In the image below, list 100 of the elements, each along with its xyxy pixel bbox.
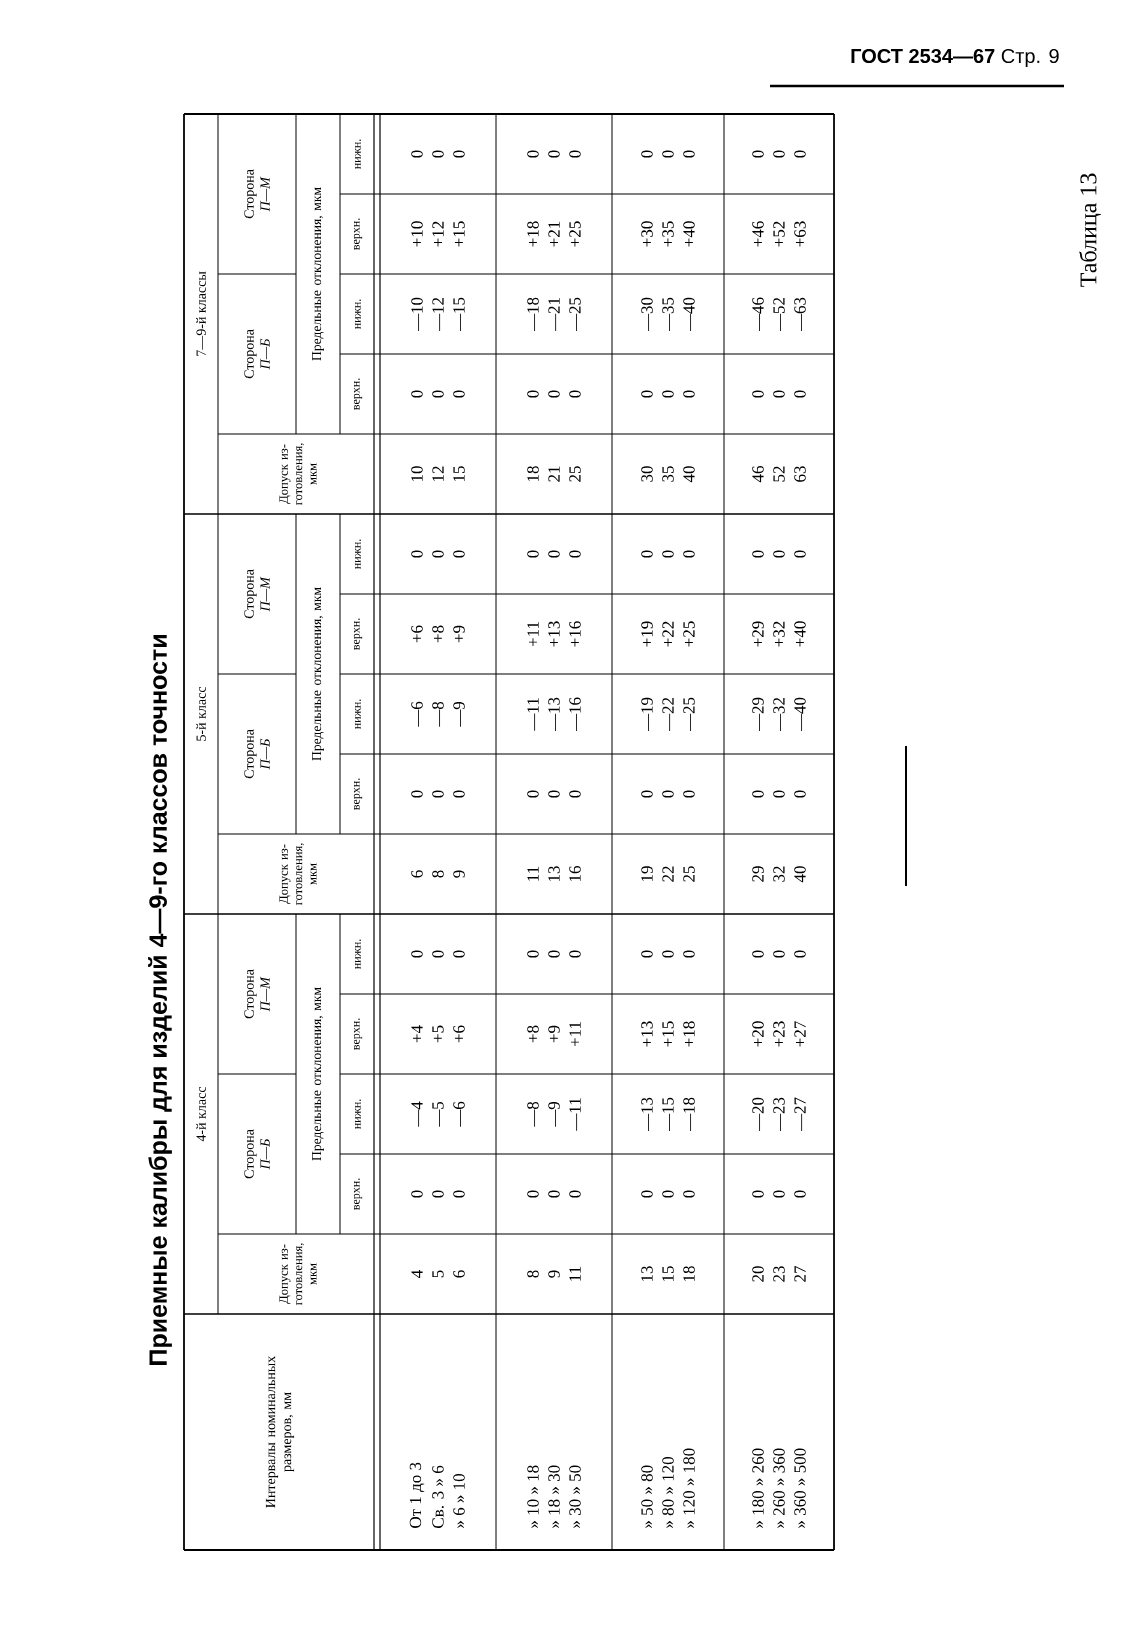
table-cell: —23 [773,1097,785,1132]
table-cell: Св. 3 » 6 [432,1465,444,1528]
table-cell: 15 [662,1266,674,1281]
table-cell: 0 [641,790,653,798]
table-cell: +25 [569,221,581,247]
table-number: Таблица 13 [1079,173,1101,287]
table-cell: 0 [453,950,465,958]
table-cell: » 120 » 180 [683,1448,695,1528]
table-cell: 0 [453,390,465,398]
table-cell: —9 [548,1101,560,1127]
table-cell: 0 [453,150,465,158]
table-cell: 0 [683,150,695,158]
table-cell: 8 [432,870,444,878]
table-cell: —11 [569,1098,581,1131]
table-cell: 9 [453,870,465,878]
table-cell: 0 [569,790,581,798]
table-cell: —29 [752,697,764,732]
table-cell: +46 [752,221,764,247]
table-cell: 0 [432,1190,444,1198]
table-cell: +16 [569,621,581,647]
table-cell: —25 [683,697,695,732]
table-cell: —46 [752,297,764,332]
table-cell: —13 [641,1097,653,1132]
table-cell: 0 [683,1190,695,1198]
table-cell: 0 [752,1190,764,1198]
table-cell: 0 [527,1190,539,1198]
table-cell: 0 [411,1190,423,1198]
table-cell: 15 [453,466,465,481]
table-cell: 6 [411,870,423,878]
table-cell: 0 [752,150,764,158]
table-cell: 0 [683,550,695,558]
table-cell: 0 [569,550,581,558]
table-cell: 6 [453,1270,465,1278]
table-cell: 0 [548,950,560,958]
table-cell: 30 [641,466,653,482]
table-cell: 0 [773,790,785,798]
table-cell: » 6 » 10 [453,1474,465,1528]
table-cell: +6 [411,625,423,643]
table-cell: 0 [662,790,674,798]
table-cell: 0 [683,790,695,798]
table-cell: —10 [411,297,423,332]
table-cell: +12 [432,221,444,247]
table-cell: 0 [527,390,539,398]
table-cell: —63 [794,297,806,332]
table-cell: 0 [662,950,674,958]
table-cell: +30 [641,221,653,247]
table-cell: 0 [569,390,581,398]
table-cell: 0 [662,1190,674,1198]
table-cell: 0 [527,790,539,798]
table-cell: 35 [662,466,674,482]
table-cell: » 50 » 80 [641,1465,653,1528]
table-cell: 0 [752,950,764,958]
table-cell: —35 [662,297,674,332]
table-cell: 13 [548,866,560,881]
table-cell: » 18 » 30 [548,1465,560,1528]
table-cell: +23 [773,1021,785,1047]
table-cell: 0 [641,390,653,398]
table-cell: 18 [527,466,539,481]
table-cell: 10 [411,466,423,481]
table-title: Приемные калибры для изделий 4—9-го классов точности [148,635,172,1365]
table-cell: 0 [527,150,539,158]
table-cell: 0 [411,790,423,798]
table-cell: » 30 » 50 [569,1465,581,1528]
table-cell: 40 [794,866,806,883]
table-cell: 11 [569,1266,581,1281]
table-cell: —6 [453,1101,465,1127]
table-cell: 0 [453,1190,465,1198]
table-cell: » 80 » 120 [662,1457,674,1528]
table-cell: 0 [683,950,695,958]
table-cell: 29 [752,866,764,882]
table-cell: 0 [411,950,423,958]
table-cell: —8 [527,1101,539,1127]
table-cell: 0 [794,150,806,158]
table-cell: 16 [569,866,581,881]
table-cell: 52 [773,466,785,482]
table-cell: 11 [527,866,539,881]
table-cell: —8 [432,701,444,727]
table-cell: +21 [548,221,560,247]
table-cell: » 180 » 260 [752,1448,764,1528]
table-cell: 5 [432,1270,444,1278]
table-cell: 0 [453,550,465,558]
table-cell: 0 [773,390,785,398]
table-cell: 0 [432,790,444,798]
table-cell: +32 [773,621,785,647]
table-cell: 0 [432,950,444,958]
table-cell: 0 [569,950,581,958]
table-cell: —18 [527,297,539,332]
table-cell: 0 [662,150,674,158]
table-cell: 46 [752,466,764,483]
table-cell: —19 [641,697,653,732]
table-cell: +11 [527,622,539,647]
table-cell: —32 [773,697,785,732]
table-cell: —13 [548,697,560,732]
table-cell: 0 [641,1190,653,1198]
table-cell: 0 [794,790,806,798]
table-cell: +35 [662,221,674,247]
table-cell: 32 [773,866,785,882]
table-cell: 40 [683,466,695,483]
table-cell: 0 [411,550,423,558]
table-cell: +63 [794,221,806,247]
